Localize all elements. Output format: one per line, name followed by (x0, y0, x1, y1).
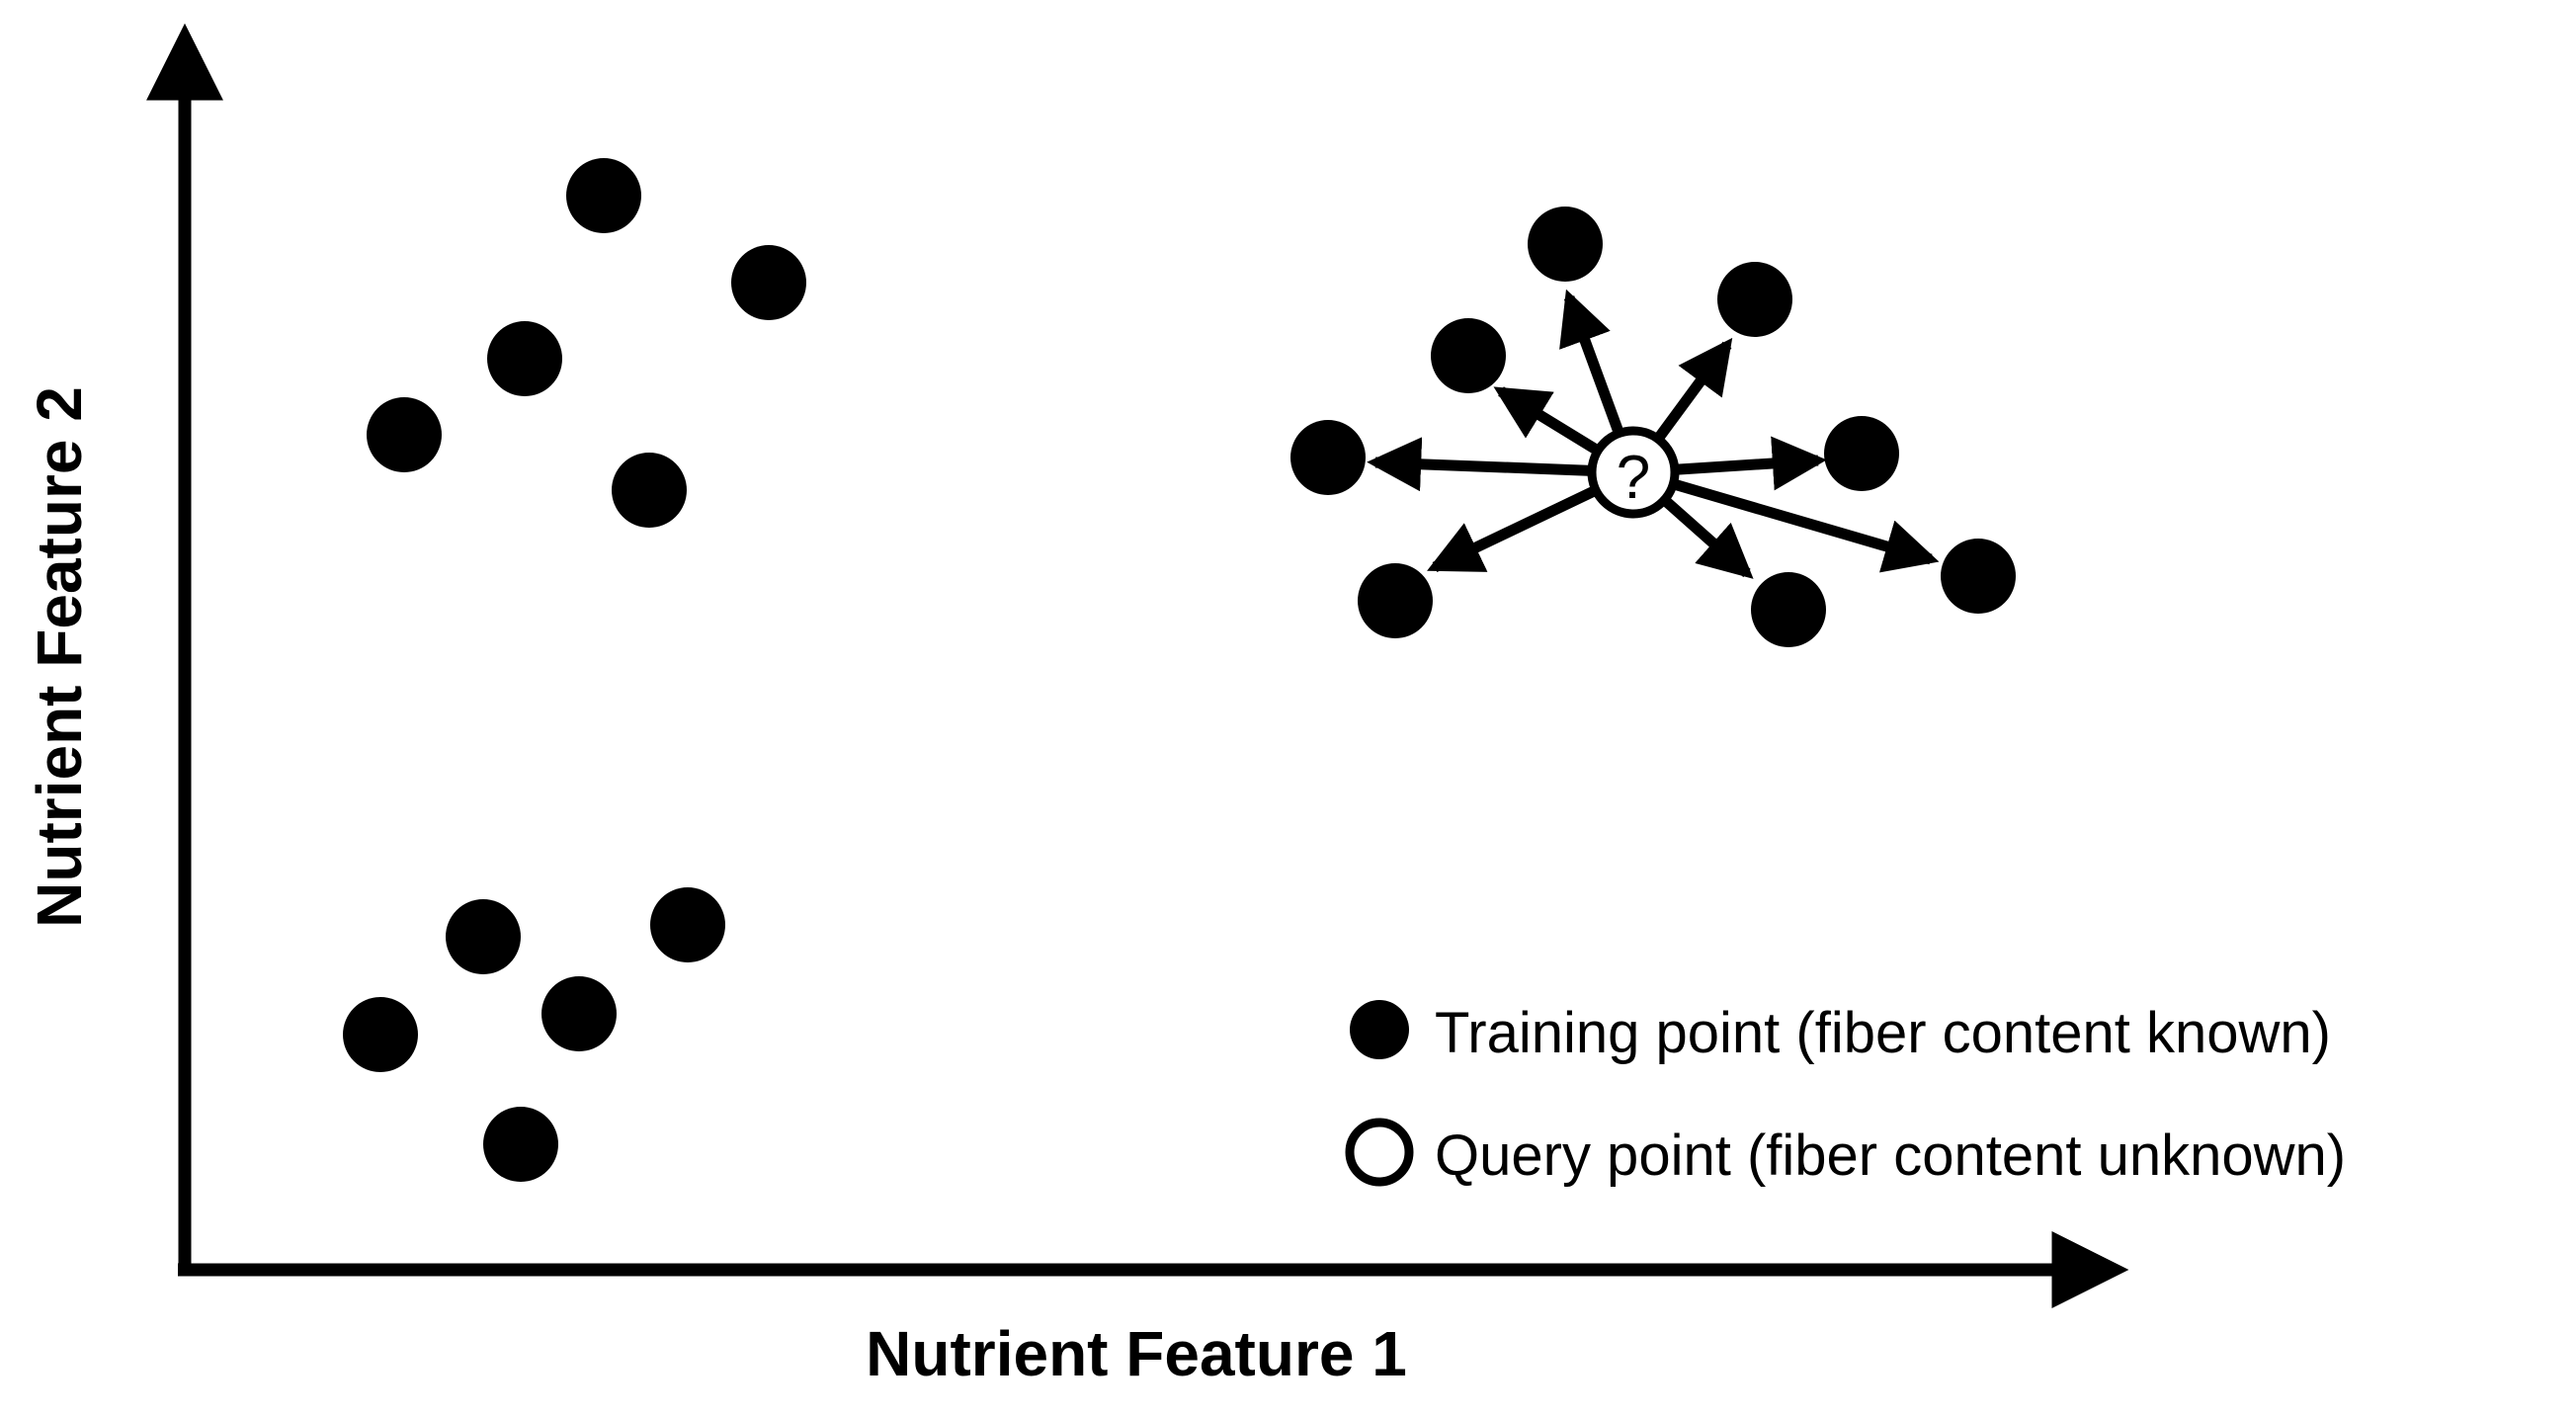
training-point (612, 453, 687, 528)
training-point (1431, 318, 1506, 393)
training-point (1528, 207, 1603, 282)
training-point (650, 887, 725, 962)
training-point (343, 997, 418, 1072)
legend-label-query: Query point (fiber content unknown) (1435, 1124, 2346, 1188)
query-point: ? (1587, 426, 1680, 519)
training-point (487, 321, 562, 396)
training-point (446, 899, 521, 974)
training-point (1824, 416, 1899, 491)
x-axis-label: Nutrient Feature 1 (866, 1318, 1407, 1389)
training-point (541, 976, 617, 1051)
legend-item-training: Training point (fiber content known) (1350, 1000, 2331, 1065)
training-point (1941, 539, 2016, 614)
query-point-glyph: ? (1617, 444, 1650, 512)
legend-marker-filled-circle-icon (1350, 1000, 1409, 1059)
training-point (1290, 420, 1366, 495)
legend: Training point (fiber content known) Que… (1345, 1000, 2346, 1188)
axes-group (146, 23, 2129, 1308)
training-point (566, 158, 641, 233)
distance-arrow-down-right (1631, 466, 1940, 573)
training-point (1358, 563, 1433, 638)
legend-marker-hollow-circle-icon (1345, 1118, 1414, 1187)
training-point (1751, 572, 1826, 647)
training-point (731, 245, 806, 320)
training-points-group (343, 158, 2016, 1182)
legend-label-training: Training point (fiber content known) (1435, 1001, 2331, 1065)
y-axis-label: Nutrient Feature 2 (24, 386, 95, 928)
training-point (1717, 262, 1792, 337)
legend-item-query: Query point (fiber content unknown) (1345, 1118, 2346, 1188)
training-point (367, 397, 442, 472)
query-point-circle (1587, 426, 1680, 519)
training-point (483, 1107, 558, 1182)
